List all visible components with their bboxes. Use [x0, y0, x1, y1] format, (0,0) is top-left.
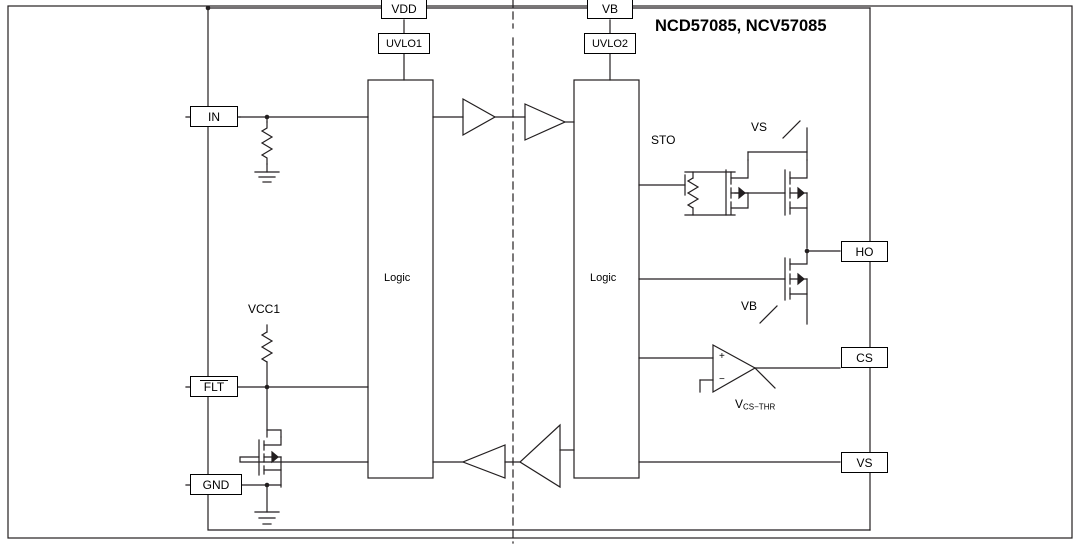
sto-resistor [686, 177, 700, 209]
block-uvlo1[interactable]: UVLO1 [378, 33, 430, 54]
m4-gate-to-logic [239, 456, 369, 463]
pin-vdd[interactable]: VDD [381, 0, 427, 19]
label-sto: STO [651, 133, 676, 147]
dot-ho-node [804, 248, 810, 254]
pin-ho[interactable]: HO [841, 241, 888, 262]
pin-vb[interactable]: VB [587, 0, 633, 19]
vcs-thr-main: V [735, 397, 744, 411]
logic-left-block [367, 79, 434, 479]
left-and-bottom-rail [207, 7, 871, 531]
comparator-plus-sign: + [719, 351, 725, 362]
pin-flt[interactable]: FLT [190, 376, 238, 397]
page-title: NCD57085, NCV57085 [655, 17, 827, 35]
buffer3-triangle [519, 423, 561, 489]
buffer2-triangle [524, 103, 567, 141]
flt-resistor [260, 331, 274, 363]
comparator-minus-sign: − [719, 374, 725, 385]
logic-left-label: Logic [384, 272, 411, 284]
m1-drain [730, 159, 749, 179]
outer-border [7, 5, 1073, 539]
vb-slash [759, 305, 778, 324]
flt-overbar [200, 380, 228, 381]
label-vcc1: VCC1 [248, 302, 281, 316]
pin-in[interactable]: IN [190, 106, 238, 127]
m2-drain [789, 159, 808, 179]
comparator-triangle [712, 343, 757, 394]
dot-gnd-node [264, 482, 270, 488]
label-vs-top: VS [751, 120, 768, 134]
m4-drain [263, 436, 282, 446]
dot-vdd-rail [205, 5, 211, 11]
m4-drain-to-net [266, 429, 282, 438]
pin-vs[interactable]: VS [841, 452, 888, 473]
label-vb-mid: VB [741, 299, 758, 313]
dot-flt-node [264, 384, 270, 390]
pin-cs[interactable]: CS [841, 347, 888, 368]
buffer1-triangle [462, 97, 497, 137]
cs-thr-slash [754, 367, 776, 389]
block-uvlo2[interactable]: UVLO2 [584, 33, 636, 54]
vcs-thr-sub: CS−THR [743, 402, 776, 412]
m3-drain [789, 250, 808, 265]
pin-gnd[interactable]: GND [190, 474, 242, 495]
dot-in-node [264, 114, 270, 120]
label-vcs-thr: VCS−THR [735, 398, 775, 411]
logic-right-label: Logic [590, 272, 617, 284]
buffer4-triangle [461, 444, 506, 479]
m4-body-diode [271, 450, 279, 464]
m2-body-diode [797, 186, 805, 200]
m1-source [730, 192, 749, 209]
vs-slash [782, 120, 801, 139]
in-resistor [260, 121, 274, 165]
m3-body-diode [797, 272, 805, 286]
